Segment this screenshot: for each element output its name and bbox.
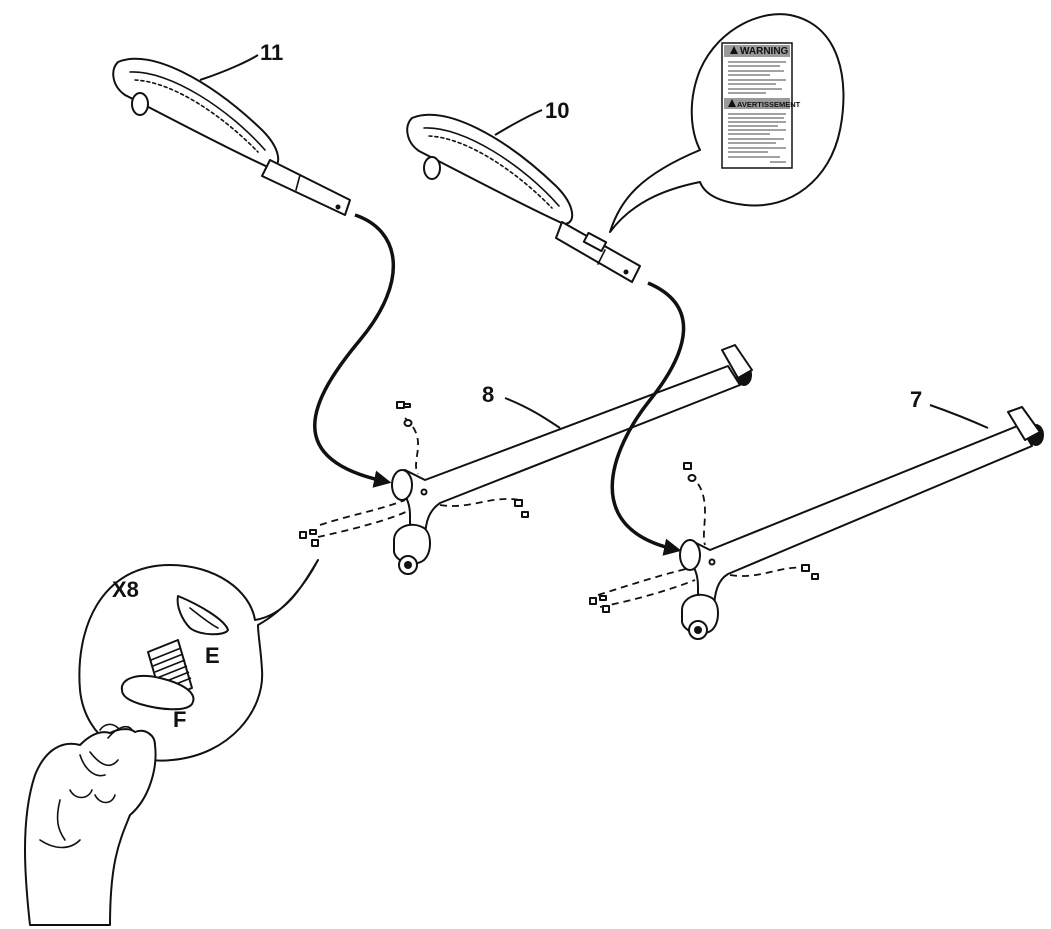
washer-label: E bbox=[205, 643, 220, 668]
bolt-icon-group-8 bbox=[299, 401, 529, 547]
hardware-paths-part-8 bbox=[317, 417, 521, 538]
quantity-label: X8 bbox=[112, 577, 139, 602]
callout-8: 8 bbox=[482, 382, 494, 407]
callout-7: 7 bbox=[910, 387, 922, 412]
hand-icon bbox=[24, 723, 157, 926]
hardware-paths-part-7 bbox=[597, 474, 807, 608]
bolt-icon bbox=[120, 639, 195, 711]
bolt-icon-group-7 bbox=[589, 462, 819, 613]
warning-label-callout: WARNING AVERTISSEMENT bbox=[609, 13, 845, 233]
washer-icon bbox=[176, 595, 229, 636]
callout-10: 10 bbox=[545, 98, 569, 123]
warning-title-fr: AVERTISSEMENT bbox=[737, 100, 801, 109]
hardware-callout-bubble bbox=[78, 559, 319, 762]
handle-part-10 bbox=[406, 113, 641, 283]
callout-11: 11 bbox=[260, 40, 283, 65]
warning-triangle-icon bbox=[730, 46, 738, 54]
insert-arrow-11-to-8 bbox=[313, 213, 395, 488]
warning-triangle-icon-fr bbox=[728, 99, 736, 107]
bolt-label: F bbox=[173, 707, 186, 732]
handle-part-11 bbox=[112, 57, 351, 216]
insert-arrow-10-to-7 bbox=[610, 281, 686, 556]
base-tube-part-8 bbox=[391, 344, 753, 575]
base-tube-part-7 bbox=[679, 406, 1044, 640]
warning-title: WARNING bbox=[740, 46, 789, 57]
